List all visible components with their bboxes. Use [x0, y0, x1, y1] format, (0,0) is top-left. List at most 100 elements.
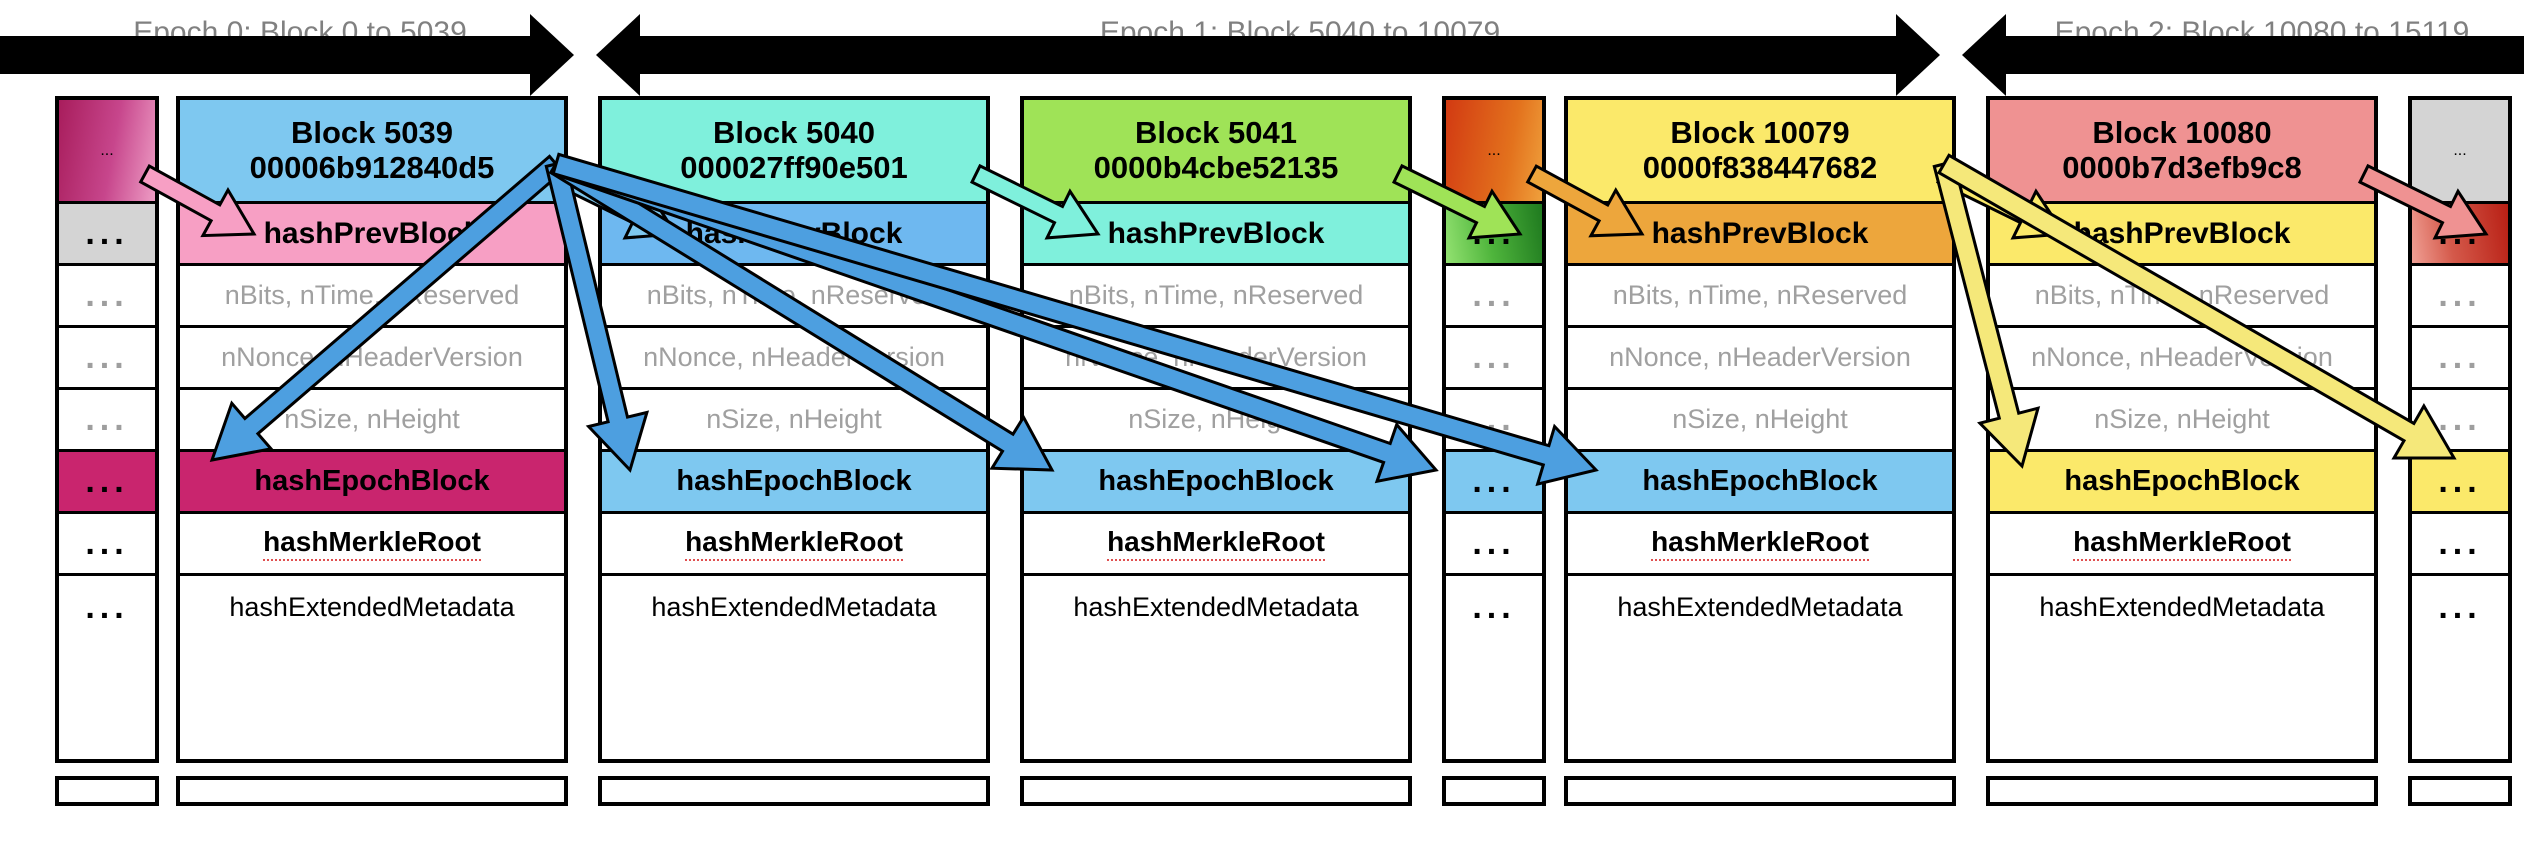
block-5039-merkle-text: hashMerkleRoot	[263, 526, 481, 561]
block-5041-prev-text: hashPrevBlock	[1107, 216, 1325, 250]
ellipsis-column-left-prev: ...	[59, 204, 155, 266]
ellipsis-column-right[interactable]: ........................	[2408, 96, 2512, 763]
block-10079-meta-1-text: nBits, nTime, nReserved	[1612, 280, 1908, 311]
block-10079-merkle: hashMerkleRoot	[1568, 514, 1952, 576]
block-10080-meta-3-text: nSize, nHeight	[2094, 404, 2270, 435]
block-5040-continuation-stub	[598, 776, 990, 806]
block-5040-epoch-text: hashEpochBlock	[676, 465, 912, 498]
block-5040-meta-3: nSize, nHeight	[602, 390, 986, 452]
block-5041-extmeta: hashExtendedMetadata	[1024, 576, 1408, 638]
block-10080-merkle: hashMerkleRoot	[1990, 514, 2374, 576]
block-5041-meta-2-text: nNonce, nHeaderVersion	[1065, 342, 1367, 373]
block-10079-prev: hashPrevBlock	[1568, 204, 1952, 266]
ellipsis-column-left-prev-text: ...	[85, 214, 129, 253]
block-5039-meta-3-text: nSize, nHeight	[284, 404, 460, 435]
ellipsis-column-middle-header-text: ...	[1487, 141, 1501, 159]
ellipsis-column-right-extmeta: ...	[2412, 576, 2508, 638]
ellipsis-column-left-epoch-text: ...	[85, 462, 129, 501]
ellipsis-column-left-meta-3: ...	[59, 390, 155, 452]
block-10079-epoch: hashEpochBlock	[1568, 452, 1952, 514]
block-5040-meta-2-text: nNonce, nHeaderVersion	[643, 342, 945, 373]
block-5041-meta-1-text: nBits, nTime, nReserved	[1068, 280, 1364, 311]
ellipsis-column-right-header-text: ...	[2453, 141, 2467, 159]
block-5041-continuation-stub	[1020, 776, 1412, 806]
block-5040-extmeta: hashExtendedMetadata	[602, 576, 986, 638]
block-5040-meta-1-text: nBits, nTime, nReserved	[646, 280, 942, 311]
ellipsis-column-right-epoch-text: ...	[2438, 462, 2482, 501]
block-10080-epoch: hashEpochBlock	[1990, 452, 2374, 514]
block-5041-meta-2: nNonce, nHeaderVersion	[1024, 328, 1408, 390]
block-5039-epoch-text: hashEpochBlock	[254, 465, 490, 498]
ellipsis-column-right-prev: ...	[2412, 204, 2508, 266]
ellipsis-column-right-meta-1: ...	[2412, 266, 2508, 328]
ellipsis-column-right-epoch: ...	[2412, 452, 2508, 514]
block-10079-epoch-text: hashEpochBlock	[1642, 465, 1878, 498]
ellipsis-column-left-header: ...	[59, 100, 155, 204]
ellipsis-column-middle[interactable]: ........................	[1442, 96, 1546, 763]
ellipsis-column-left[interactable]: ........................	[55, 96, 159, 763]
block-5040-prev-text: hashPrevBlock	[685, 216, 903, 250]
block-5041-meta-1: nBits, nTime, nReserved	[1024, 266, 1408, 328]
ellipsis-column-right-meta-3-text: ...	[2438, 400, 2482, 439]
ellipsis-column-middle-meta-1-text: ...	[1472, 276, 1516, 315]
block-10080-meta-2: nNonce, nHeaderVersion	[1990, 328, 2374, 390]
block-10080-prev-text: hashPrevBlock	[2073, 216, 2291, 250]
block-5040-meta-3-text: nSize, nHeight	[706, 404, 882, 435]
block-5039-meta-1: nBits, nTime, nReserved	[180, 266, 564, 328]
block-5039-merkle: hashMerkleRoot	[180, 514, 564, 576]
block-5041-prev: hashPrevBlock	[1024, 204, 1408, 266]
ellipsis-column-right-continuation-stub	[2408, 776, 2512, 806]
block-10080-extmeta-text: hashExtendedMetadata	[2039, 591, 2325, 622]
ellipsis-column-middle-extmeta: ...	[1446, 576, 1542, 638]
ellipsis-column-middle-meta-1: ...	[1446, 266, 1542, 328]
ellipsis-column-middle-epoch-text: ...	[1472, 462, 1516, 501]
block-5039-meta-2-text: nNonce, nHeaderVersion	[221, 342, 523, 373]
ellipsis-column-middle-continuation-stub	[1442, 776, 1546, 806]
block-10080-meta-3: nSize, nHeight	[1990, 390, 2374, 452]
block-5041-meta-3: nSize, nHeight	[1024, 390, 1408, 452]
block-10079-merkle-text: hashMerkleRoot	[1651, 526, 1869, 561]
block-5039-continuation-stub	[176, 776, 568, 806]
block-10079-continuation-stub	[1564, 776, 1956, 806]
block-5039-extmeta-text: hashExtendedMetadata	[229, 591, 515, 622]
ellipsis-column-left-extmeta: ...	[59, 576, 155, 638]
block-5039-prev-text: hashPrevBlock	[263, 216, 481, 250]
block-10079-meta-2-text: nNonce, nHeaderVersion	[1609, 342, 1911, 373]
block-5041-meta-3-text: nSize, nHeight	[1128, 404, 1304, 435]
block-5040-meta-1: nBits, nTime, nReserved	[602, 266, 986, 328]
block-10079-meta-1: nBits, nTime, nReserved	[1568, 266, 1952, 328]
ellipsis-column-middle-merkle: ...	[1446, 514, 1542, 576]
block-10080-prev: hashPrevBlock	[1990, 204, 2374, 266]
epoch-timeline: Epoch 0: Block 0 to 5039 Epoch 1: Block …	[0, 0, 2524, 96]
ellipsis-column-left-header-text: ...	[100, 141, 114, 159]
ellipsis-column-left-merkle-text: ...	[85, 524, 129, 563]
ellipsis-column-middle-header: ...	[1446, 100, 1542, 204]
block-5040-prev: hashPrevBlock	[602, 204, 986, 266]
epoch-1-arrow-right-icon	[1896, 14, 1940, 96]
ellipsis-column-left-extmeta-text: ...	[85, 587, 129, 626]
epoch-0-bar	[0, 36, 535, 74]
block-5040-merkle: hashMerkleRoot	[602, 514, 986, 576]
block-5041-extmeta-text: hashExtendedMetadata	[1073, 591, 1359, 622]
block-10079-meta-3: nSize, nHeight	[1568, 390, 1952, 452]
block-5040-meta-2: nNonce, nHeaderVersion	[602, 328, 986, 390]
block-5041-merkle-text: hashMerkleRoot	[1107, 526, 1325, 561]
ellipsis-column-right-meta-1-text: ...	[2438, 276, 2482, 315]
ellipsis-column-left-meta-1: ...	[59, 266, 155, 328]
ellipsis-column-left-meta-2: ...	[59, 328, 155, 390]
ellipsis-column-left-merkle: ...	[59, 514, 155, 576]
block-10079-extmeta-text: hashExtendedMetadata	[1617, 591, 1903, 622]
block-5039-meta-2: nNonce, nHeaderVersion	[180, 328, 564, 390]
ellipsis-column-left-meta-1-text: ...	[85, 276, 129, 315]
